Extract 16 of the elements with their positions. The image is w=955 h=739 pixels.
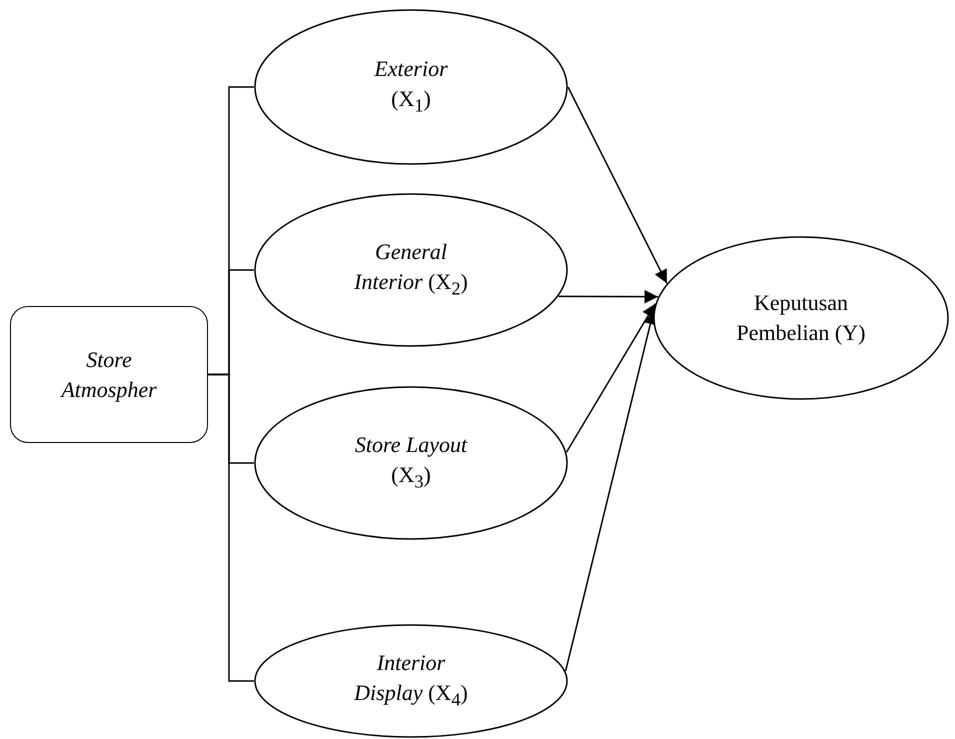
node-label: Interior Display (X$_{4}$) bbox=[352, 648, 469, 712]
node-label: Store Atmospher bbox=[59, 346, 158, 404]
node-label: Exterior (X$_{1}$) bbox=[373, 54, 449, 118]
arrow bbox=[566, 303, 656, 453]
arrow bbox=[567, 86, 668, 284]
variable-ellipse bbox=[653, 236, 949, 400]
node-label: General Interior (X$_{2}$) bbox=[353, 238, 469, 300]
arrow bbox=[558, 290, 658, 304]
construct-box bbox=[10, 306, 208, 443]
node-label: Store Layout (X$_{3}$) bbox=[354, 430, 468, 494]
variable-ellipse bbox=[254, 9, 568, 165]
variable-ellipse bbox=[254, 193, 568, 347]
connector-line bbox=[208, 374, 254, 682]
node-label: Keputusan Pembelian (Y) bbox=[736, 289, 866, 347]
variable-ellipse bbox=[254, 386, 568, 540]
variable-ellipse bbox=[254, 624, 568, 738]
